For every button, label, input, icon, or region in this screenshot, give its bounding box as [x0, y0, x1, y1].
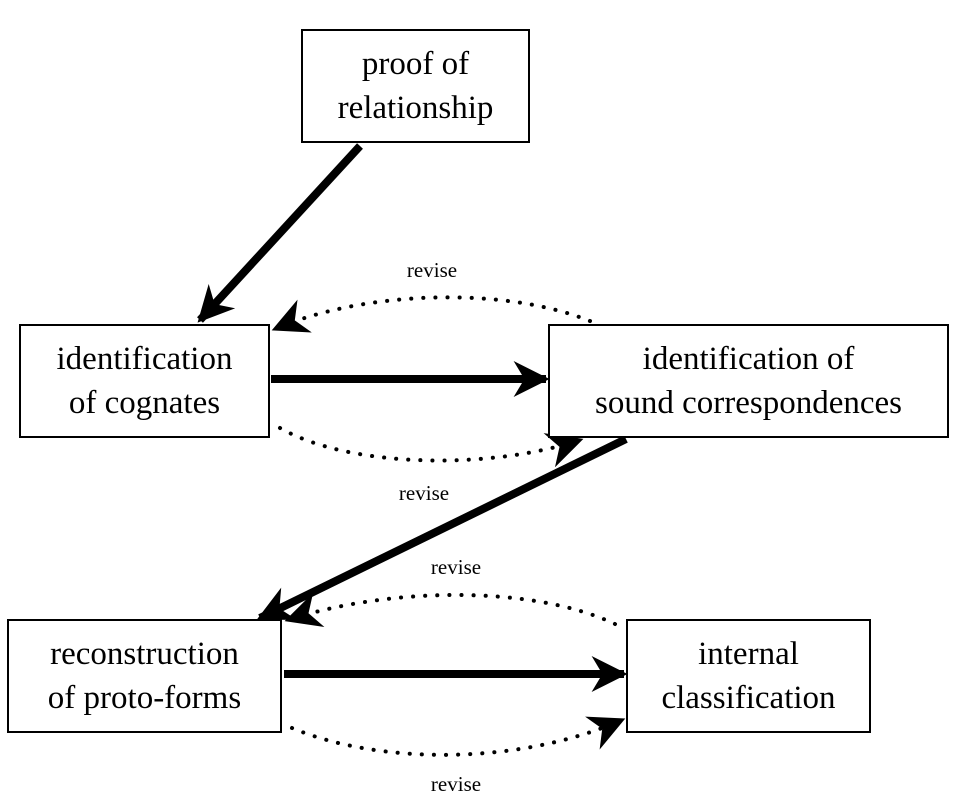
arrow-proof-to-cognates	[197, 143, 363, 323]
revise-arrow-proto-to-internal	[290, 716, 626, 757]
revise-label-proto-internal-bottom: revise	[430, 772, 482, 796]
node-internal-line-1: internal	[698, 636, 799, 672]
node-proto-line-2: of proto-forms	[47, 680, 242, 716]
node-internal-line-2: classification	[661, 680, 836, 716]
node-identification-of-sound-correspondences: identification of sound correspondences	[548, 324, 949, 438]
node-proof-line-1: proof of	[361, 46, 470, 82]
revise-label-cognates-sound-bottom: revise	[398, 481, 450, 505]
node-proof-of-relationship: proof of relationship	[301, 29, 530, 143]
revise-arrow-internal-to-proto	[284, 592, 617, 627]
revise-arrow-sound-to-cognates	[271, 295, 592, 333]
node-reconstruction-of-proto-forms: reconstruction of proto-forms	[7, 619, 282, 733]
node-sound-line-1: identification of	[642, 341, 855, 377]
revise-label-proto-internal-top: revise	[430, 555, 482, 579]
arrow-sound-to-proto	[256, 435, 628, 622]
node-cognates-line-1: identification	[56, 341, 233, 377]
node-sound-line-2: sound correspondences	[595, 385, 902, 421]
node-proto-line-1: reconstruction	[50, 636, 239, 672]
revise-arrow-cognates-to-sound	[278, 426, 584, 468]
node-cognates-line-2: of cognates	[68, 385, 221, 421]
revise-label-cognates-sound-top: revise	[406, 258, 458, 282]
node-identification-of-cognates: identification of cognates	[19, 324, 270, 438]
node-internal-classification: internal classification	[626, 619, 871, 733]
node-proof-line-2: relationship	[337, 90, 494, 126]
